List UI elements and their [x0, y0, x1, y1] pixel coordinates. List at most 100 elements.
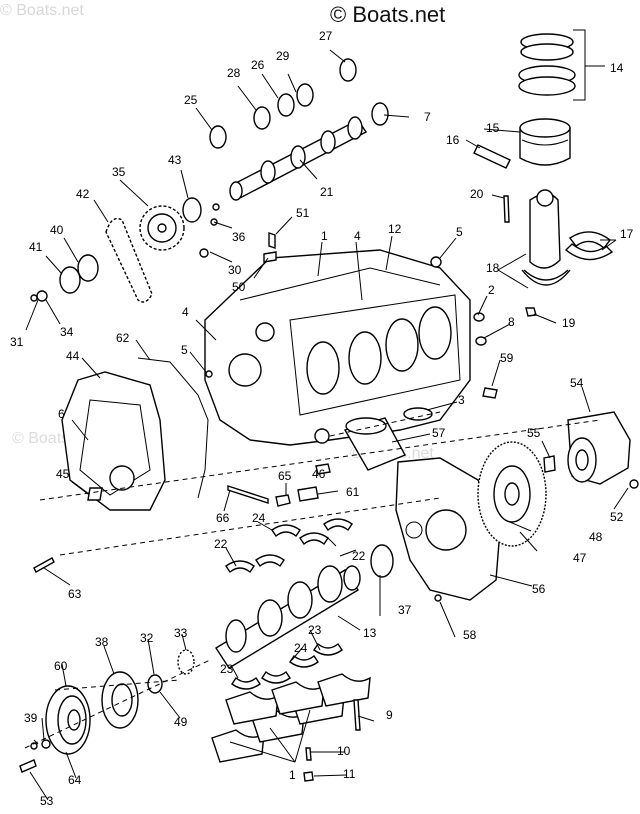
timing-chain	[105, 217, 153, 303]
callout-60: 60	[54, 659, 68, 673]
callout-36: 36	[232, 230, 246, 244]
callout-54: 54	[570, 376, 584, 390]
coupler	[567, 411, 631, 485]
callout-20: 20	[470, 187, 484, 201]
cylinder-block	[204, 249, 471, 446]
small-washer-key	[30, 290, 48, 302]
callout-11: 11	[343, 767, 356, 781]
callout-31: 31	[10, 335, 24, 349]
front-seal	[87, 487, 103, 501]
watermark-faint-top: © Boats.net	[0, 2, 84, 19]
callout-35: 35	[112, 165, 126, 179]
callout-37: 37	[398, 603, 412, 617]
callout-13: 13	[363, 626, 377, 640]
callout-29: 29	[276, 49, 290, 63]
callout-49: 49	[174, 715, 188, 729]
callout-65: 65	[278, 469, 292, 483]
callout-23: 23	[220, 662, 234, 676]
callout-4: 4	[182, 305, 189, 319]
balancer-bolt-washer	[19, 739, 51, 773]
callout-41: 41	[29, 240, 43, 254]
callout-58: 58	[463, 628, 477, 642]
callout-1: 1	[289, 768, 296, 782]
watermark: © Boats.net	[330, 2, 446, 27]
callout-labels: 1 1 2 3 4 4 5 5 6 7 8 9 10 11 12 13 14 1…	[10, 29, 634, 808]
callout-52: 52	[610, 510, 624, 524]
callout-1: 1	[321, 229, 328, 243]
callout-5: 5	[456, 225, 463, 239]
camshaft	[229, 116, 368, 201]
leader-lines	[25, 49, 629, 801]
oil-pressure-sender	[275, 486, 319, 507]
plate-bolt	[434, 594, 442, 602]
piston-rings	[518, 29, 605, 101]
callout-32: 32	[140, 631, 154, 645]
callout-19: 19	[562, 316, 576, 330]
callout-26: 26	[251, 58, 265, 72]
callout-33: 33	[174, 626, 188, 640]
oil-filter	[343, 417, 406, 471]
rod-bolt	[503, 195, 510, 223]
callout-51: 51	[296, 206, 310, 220]
crank-pulley	[101, 671, 139, 729]
callout-38: 38	[95, 635, 109, 649]
callout-6: 6	[58, 407, 65, 421]
callout-14: 14	[610, 61, 624, 75]
callout-23: 23	[308, 623, 322, 637]
piston-pin	[473, 144, 511, 169]
main-cap-bolts	[303, 699, 361, 782]
crank-sprocket-gear	[59, 254, 99, 294]
callout-5: 5	[181, 343, 188, 357]
callout-45: 45	[56, 467, 70, 481]
callout-50: 50	[232, 280, 246, 294]
cam-sprocket	[139, 205, 185, 251]
callout-62: 62	[116, 331, 130, 345]
callout-63: 63	[68, 587, 82, 601]
connecting-rod	[521, 189, 571, 286]
harmonic-balancer	[45, 685, 91, 755]
main-bearing-caps	[211, 673, 371, 763]
callout-42: 42	[76, 187, 90, 201]
cam-bearings	[209, 58, 389, 149]
callout-24: 24	[294, 641, 308, 655]
flywheel	[477, 441, 547, 547]
callout-16: 16	[446, 133, 460, 147]
cover-bolt	[33, 557, 55, 573]
callout-8: 8	[508, 315, 515, 329]
callout-30: 30	[228, 263, 242, 277]
callout-44: 44	[66, 349, 80, 363]
main-bearings-lower	[231, 642, 343, 690]
callout-53: 53	[40, 794, 54, 808]
core-plugs-and-small-parts	[199, 232, 498, 421]
callout-3: 3	[458, 393, 465, 407]
callout-9: 9	[386, 708, 393, 722]
timing-cover-gasket	[137, 357, 209, 499]
callout-28: 28	[227, 66, 241, 80]
callout-10: 10	[337, 744, 351, 758]
callout-18: 18	[486, 261, 500, 275]
callout-59: 59	[500, 351, 514, 365]
callout-34: 34	[60, 325, 74, 339]
callout-56: 56	[532, 582, 546, 596]
rear-engine-plate	[395, 457, 501, 601]
callout-21: 21	[320, 185, 334, 199]
callout-2: 2	[488, 283, 495, 297]
crankshaft	[215, 565, 361, 669]
callout-61: 61	[346, 485, 360, 499]
callout-39: 39	[24, 711, 38, 725]
callout-4: 4	[354, 229, 361, 243]
oil-filter-adapter	[315, 463, 331, 475]
crank-gear-and-key	[147, 649, 195, 694]
rod-bearing	[564, 231, 614, 261]
callout-40: 40	[50, 223, 64, 237]
piston	[519, 118, 571, 166]
callout-27: 27	[319, 29, 333, 43]
callout-22: 22	[214, 537, 228, 551]
callout-22: 22	[352, 549, 366, 563]
callout-48: 48	[589, 530, 603, 544]
callout-57: 57	[432, 426, 446, 440]
dipstick-tube	[227, 485, 269, 504]
callout-15: 15	[486, 121, 500, 135]
callout-64: 64	[68, 773, 82, 787]
